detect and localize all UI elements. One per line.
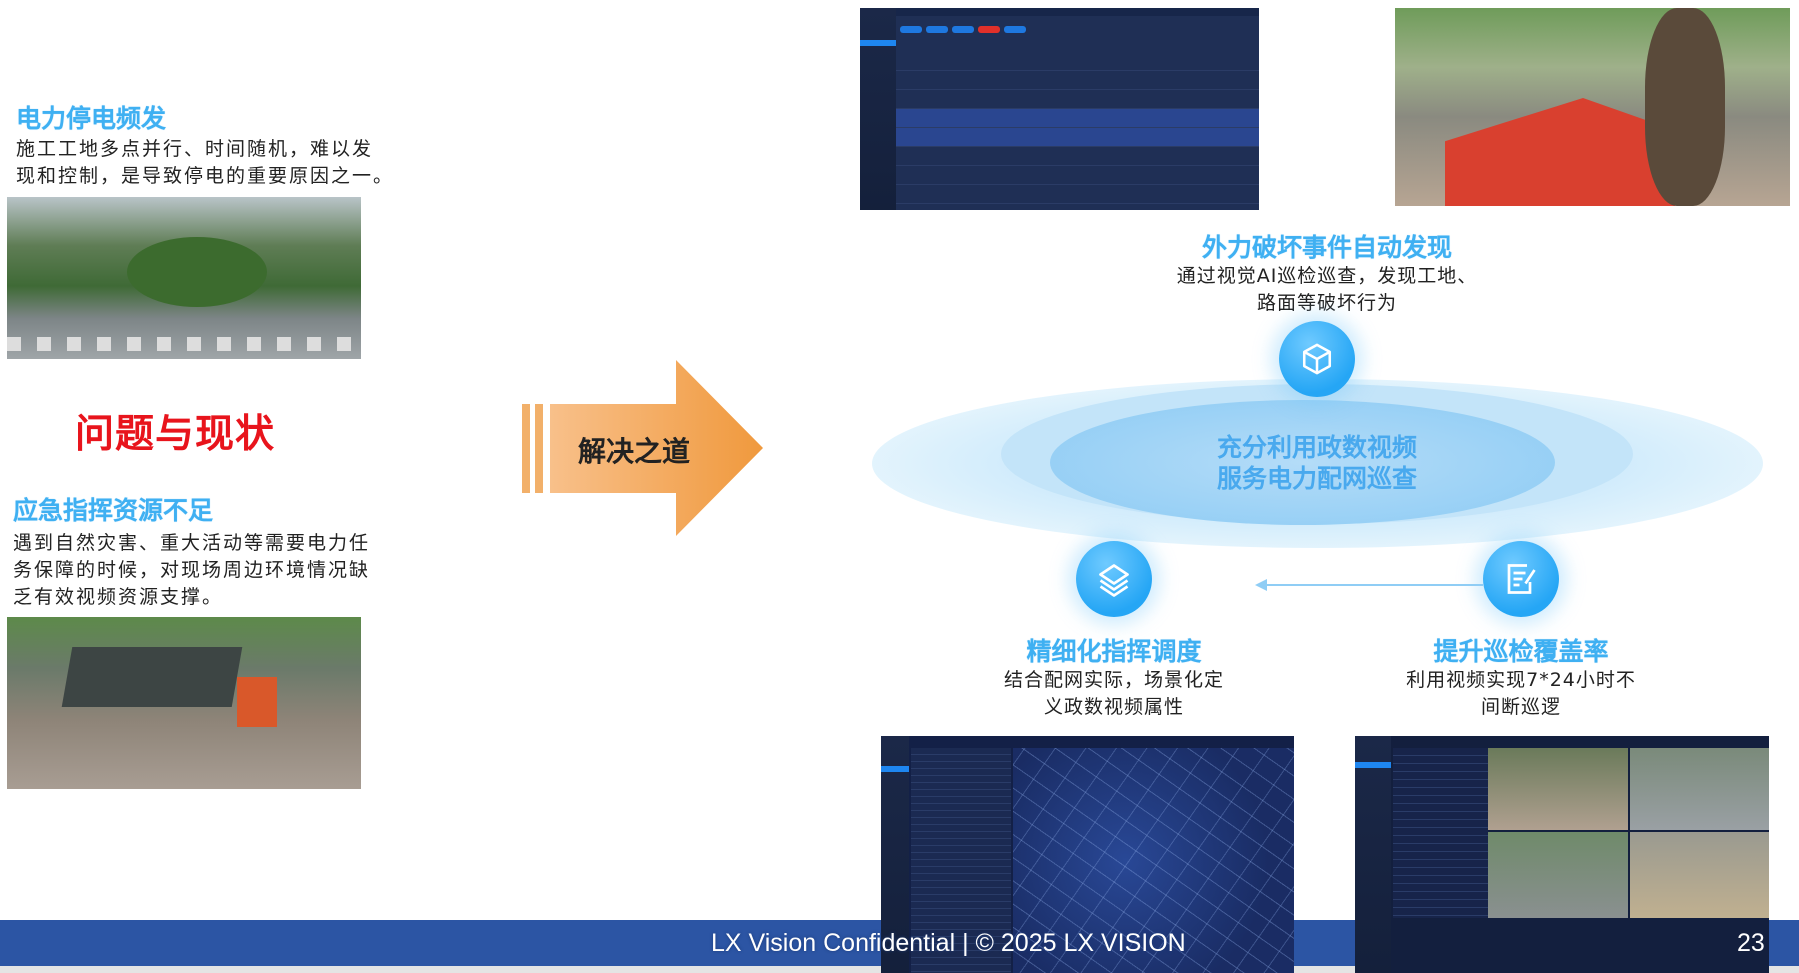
text-line: 利用视频实现7*24小时不 [1406,669,1636,691]
feature-text-dispatch: 结合配网实际，场景化定 义政数视频属性 [1004,667,1224,721]
solution-label: 解决之道 [577,435,691,468]
footer-confidential-text: LX Vision Confidential | © 2025 LX VISIO… [711,929,1186,957]
cube-icon [1279,321,1355,397]
center-slogan: 充分利用政数视频 服务电力配网巡查 [1217,432,1417,494]
feature-title-coverage: 提升巡检覆盖率 [1433,637,1609,666]
text-line: 充分利用政数视频 [1216,433,1418,462]
edit-document-icon [1483,541,1559,617]
section-text-emergency: 遇到自然灾害、重大活动等需要电力任 务保障的时候，对现场周边环境情况缺 乏有效视… [13,530,403,611]
feature-text-damage-detection: 通过视觉AI巡检巡查，发现工地、 路面等破坏行为 [1177,263,1478,317]
event-list-screenshot [860,8,1259,210]
problem-title: 问题与现状 [75,412,276,457]
section-text-power-outage: 施工工地多点并行、时间随机，难以发 现和控制，是导致停电的重要原因之一。 [16,136,406,190]
section-title-power-outage: 电力停电频发 [16,104,167,133]
text-line: 通过视觉AI巡检巡查，发现工地、 [1176,265,1478,287]
construction-camera-photo [1395,8,1790,206]
feature-text-coverage: 利用视频实现7*24小时不 间断巡逻 [1406,667,1636,721]
page-number: 23 [1737,929,1765,957]
feature-title-dispatch: 精细化指挥调度 [1026,637,1202,666]
text-line: 乏有效视频资源支撑。 [13,586,224,608]
text-line: 遇到自然灾害、重大活动等需要电力任 [13,532,371,554]
solution-arrow-icon [550,360,763,536]
text-line: 结合配网实际，场景化定 [1003,669,1225,691]
fallen-tree-photo [7,197,361,359]
map-dispatch-screenshot [881,736,1294,973]
text-line: 间断巡逻 [1480,696,1561,718]
text-line: 施工工地多点并行、时间随机，难以发 [16,138,374,160]
construction-site-photo [7,617,361,789]
section-title-emergency: 应急指挥资源不足 [13,496,214,525]
video-wall-screenshot [1355,736,1769,973]
inner-ellipse [1050,400,1555,525]
feature-title-damage-detection: 外力破坏事件自动发现 [1201,233,1453,262]
text-line: 现和控制，是导致停电的重要原因之一。 [16,165,395,187]
arrow-bar [535,404,543,493]
text-line: 服务电力配网巡查 [1216,464,1418,493]
text-line: 务保障的时候，对现场周边环境情况缺 [13,559,371,581]
layers-icon [1076,541,1152,617]
cycle-arrow-icon [1255,579,1483,591]
arrow-bar [522,404,530,493]
text-line: 义政数视频属性 [1043,696,1185,718]
text-line: 路面等破坏行为 [1256,292,1398,314]
